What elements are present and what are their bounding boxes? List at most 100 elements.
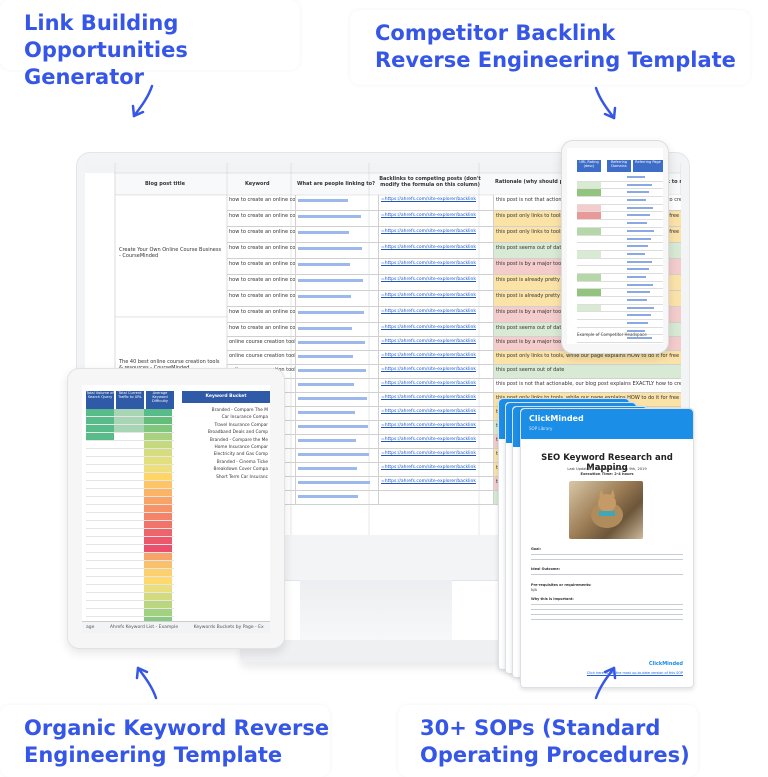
phone-row [577, 243, 663, 251]
tablet-row [86, 569, 174, 577]
sheet-cell-keyword: how to create an online course [227, 323, 296, 336]
sheet-cell-link[interactable] [296, 477, 379, 490]
sheet-cell-link[interactable] [296, 435, 379, 448]
sheet-cell-backlink: =https://ahrefs.com/site-explorer/backli… [379, 435, 494, 448]
sheet-cell-link[interactable] [296, 449, 379, 462]
sheet-cell-keyword [227, 477, 296, 490]
sheet-cell-link[interactable] [296, 291, 379, 306]
tablet-row [86, 545, 174, 553]
card-title-line1: Organic Keyword Reverse [24, 716, 330, 740]
tablet-screen: Total Volume of Search Query Total Curre… [82, 385, 270, 633]
card-link-building: Link Building Opportunities Generator [0, 0, 300, 89]
tablet-row [86, 481, 174, 489]
sheet-cell-keyword [227, 435, 296, 448]
sheet-cell-link[interactable] [296, 365, 379, 378]
tablet-row [86, 433, 174, 441]
sheet-cell-link[interactable] [296, 307, 379, 322]
tablet-row [86, 425, 174, 433]
sheet-cell-link[interactable] [296, 227, 379, 242]
card-title-line1: Competitor Backlink [375, 21, 616, 45]
sheet-cell-backlink: =https://ahrefs.com/site-explorer/backli… [379, 365, 494, 378]
tablet-row [86, 553, 174, 561]
arrow-down-left-icon [131, 84, 154, 118]
sheet-cell-link[interactable] [296, 337, 379, 350]
phone-row [577, 174, 663, 182]
sheet-cell-keyword [227, 449, 296, 462]
sheet-cell-link[interactable] [296, 195, 379, 210]
sheet-cell-link[interactable] [296, 379, 379, 392]
phone-row [577, 212, 663, 221]
sop-doc-front: ClickMinded SOP Library SEO Keyword Rese… [520, 408, 694, 688]
sheet-cell-keyword: how to create an online course [227, 291, 296, 306]
sheet-cell-keyword [227, 463, 296, 476]
tablet-row [86, 473, 174, 481]
sheet-cell-link[interactable] [296, 243, 379, 258]
sop-footer-link[interactable]: Click here to get the most up-to-date ve… [586, 671, 683, 675]
sheet-cell-link[interactable] [296, 407, 379, 420]
sheet-cell-keyword: how to create an online course [227, 307, 296, 322]
phone-screen: URL Rating (desc) Referring Domains Refe… [567, 148, 663, 344]
tablet-bucket-item: Branded - Cinema Ticke [216, 459, 268, 465]
tablet-row [86, 513, 174, 521]
sheet-cell-backlink: =https://ahrefs.com/site-explorer/backli… [379, 291, 494, 306]
sheet-cell-link[interactable] [296, 393, 379, 406]
tablet-bucket-item: Home Insurance Compar [214, 444, 268, 450]
tablet-row [86, 417, 174, 425]
sheet-cell-backlink: =https://ahrefs.com/site-explorer/backli… [379, 259, 494, 274]
sheet-cell-link[interactable] [296, 211, 379, 226]
sheet-cell-link[interactable] [296, 421, 379, 434]
tablet-row [86, 457, 174, 465]
phone-row [577, 281, 663, 290]
card-title-line2: Engineering Template [24, 743, 283, 767]
arrow-down-right-icon [594, 86, 617, 120]
card-title-line2: Operating Procedures) [420, 743, 690, 767]
monitor-stand [300, 580, 452, 648]
sop-goal-label: Goal: [531, 547, 541, 551]
phone-row [577, 297, 663, 305]
card-sops: 30+ SOPs (Standard Operating Procedures) [398, 705, 698, 777]
tablet-bucket-item: Short Term Car Insuranc [216, 474, 268, 480]
card-title-line2: Reverse Engineering Template [375, 48, 736, 72]
tablet-tab-2[interactable]: Keywords Buckets by Page - Ex [193, 625, 264, 630]
tablet-row [86, 601, 174, 609]
tablet-row [86, 449, 174, 457]
sheet-cell-keyword: how to create an online course [227, 275, 296, 290]
arrow-up-right-icon [594, 666, 617, 700]
sheet-cell-keyword [227, 407, 296, 420]
sheet-header-title: Blog post title [145, 181, 185, 187]
sheet-cell-rationale: this post is not that actionable, our bl… [494, 379, 681, 392]
phone-header-domains: Referring Domains [607, 160, 631, 172]
phone-footer-tab[interactable]: Example of Competitor Headspace [577, 332, 647, 337]
sheet-cell-backlink: =https://ahrefs.com/site-explorer/backli… [379, 379, 494, 392]
sheet-cell-link[interactable] [296, 491, 379, 504]
phone-row [577, 181, 663, 190]
phone-row [577, 266, 663, 274]
tablet-tab-1[interactable]: Ahrefs Keyword List - Example [109, 625, 179, 630]
sheet-cell-link[interactable] [296, 463, 379, 476]
tablet-tab-0[interactable]: age [86, 625, 95, 630]
sheet-cell-link[interactable] [296, 323, 379, 336]
group1-title: Create Your Own Online Course Business -… [119, 247, 222, 259]
sheet-cell-backlink: =https://ahrefs.com/site-explorer/backli… [379, 307, 494, 322]
sop-doc-header: ClickMinded SOP Library [521, 409, 693, 439]
sheet-cell-link[interactable] [296, 259, 379, 274]
sheet-cell-link[interactable] [296, 351, 379, 364]
tablet-row [86, 465, 174, 473]
tablet-row [86, 489, 174, 497]
phone-row [577, 258, 663, 267]
phone-header-page: Referring Page [633, 160, 663, 172]
phone-row [577, 227, 663, 236]
sheet-cell-keyword [227, 379, 296, 392]
sheet-cell-link[interactable] [296, 275, 379, 290]
card-title-line1: Link Building [24, 11, 179, 35]
tablet-bucket-item: Breakdown Cover Compa [213, 467, 268, 473]
sheet-cell-keyword: how to create an online course [227, 259, 296, 274]
sop-prereq-value: N/A [531, 588, 537, 592]
tablet-row [86, 577, 174, 585]
sheet-cell-backlink: =https://ahrefs.com/site-explorer/backli… [379, 337, 494, 350]
sheet-cell-keyword: online course creation tools [227, 351, 296, 364]
sop-prereq-label: Pre-requisites or requirements: [531, 583, 592, 587]
sheet-cell-keyword: how to create an online course [227, 195, 296, 210]
phone-row [577, 304, 663, 313]
tablet-rows [86, 409, 174, 633]
